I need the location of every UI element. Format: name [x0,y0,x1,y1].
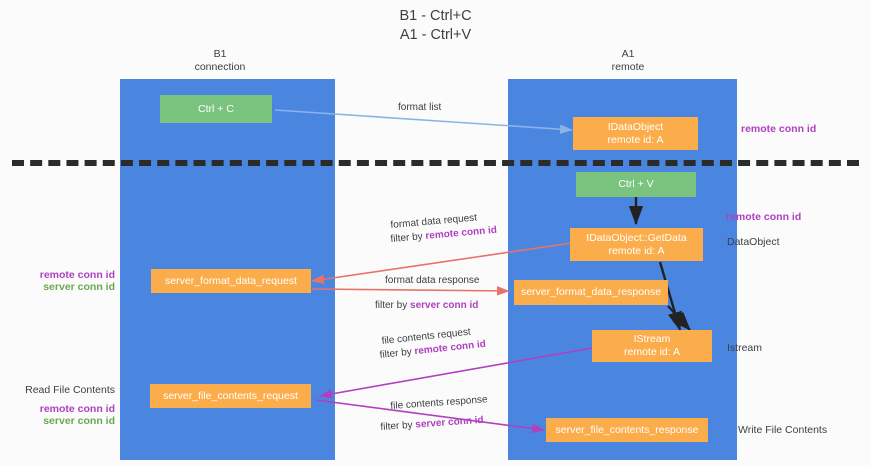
annotation-remote-conn-id-mid: remote conn id [726,211,802,223]
arrow-format-data-response [311,286,510,296]
edge-label-format-data-response: format data response [385,275,480,286]
annotation-dataobject: DataObject [727,236,780,248]
edge-label-file-contents-response-filter: filter by server conn id [380,414,484,434]
column-header-b1: B1 connection [194,48,246,73]
annotation-remote-conn-id-left-1: remote conn id [39,269,115,281]
annotation-server-conn-id-left-2: server conn id [43,415,115,427]
edge-label-format-list: format list [398,102,442,113]
node-idataobject[interactable]: IDataObject remote id: A [573,117,698,150]
annotation-remote-conn-id-left-2: remote conn id [39,403,115,415]
node-idataobject-getdata[interactable]: IDataObject::GetData remote id: A [570,228,703,261]
page-title: B1 - Ctrl+C A1 - Ctrl+V [399,8,472,43]
annotation-server-conn-id-left-1: server conn id [43,281,115,293]
filter-key-server-conn-id: server conn id [415,414,484,431]
filter-prefix: filter by [380,419,416,433]
node-server-format-data-request[interactable]: server_format_data_request [151,269,311,293]
section-divider [12,160,859,166]
node-ctrl-v[interactable]: Ctrl + V [576,172,696,197]
filter-prefix: filter by [375,300,411,311]
column-header-a1: A1 remote [611,48,645,73]
filter-prefix: filter by [390,230,426,245]
filter-key-server-conn-id: server conn id [410,300,479,311]
node-ctrl-c[interactable]: Ctrl + C [160,95,272,123]
annotation-remote-conn-id-top: remote conn id [741,123,817,135]
node-server-file-contents-response[interactable]: server_file_contents_response [546,418,708,442]
node-istream[interactable]: IStream remote id: A [592,330,712,362]
filter-prefix: filter by [379,346,416,361]
edge-label-file-contents-response: file contents response [390,394,488,412]
node-server-format-data-response[interactable]: server_format_data_response [514,280,668,305]
annotation-istream: Istream [727,342,763,354]
annotation-read-file-contents: Read File Contents [25,384,115,396]
annotation-write-file-contents: Write File Contents [738,424,828,436]
node-server-file-contents-request[interactable]: server_file_contents_request [150,384,311,408]
edge-label-format-data-response-filter: filter by server conn id [375,299,478,312]
